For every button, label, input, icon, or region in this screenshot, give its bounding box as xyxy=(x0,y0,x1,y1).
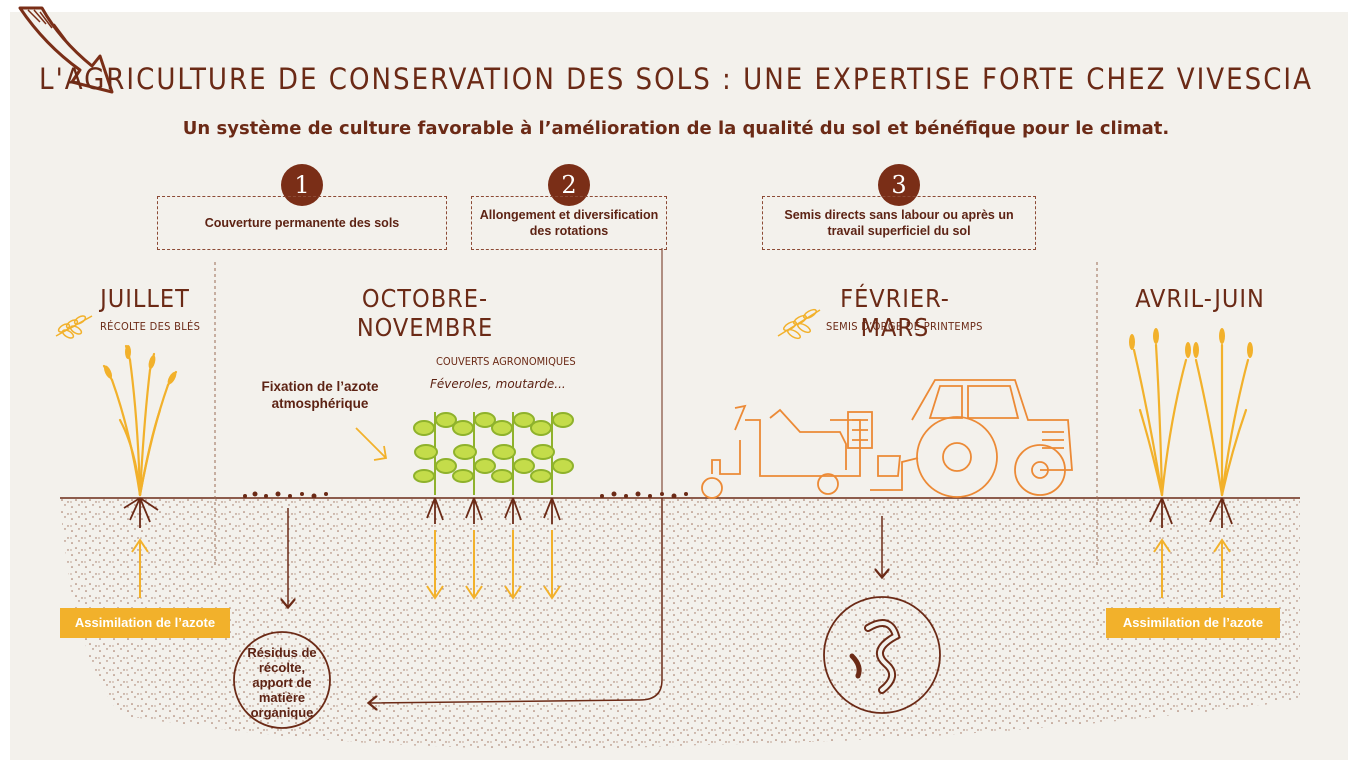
season-fevrier-mars-caption: SEMIS D’ORGE DE PRINTEMPS xyxy=(826,320,983,333)
earthworm-icon xyxy=(823,596,941,714)
covers-subtitle: Féveroles, moutarde... xyxy=(430,377,566,391)
step-box-3: Semis directs sans labour ou après un tr… xyxy=(762,196,1036,250)
assimilation-badge-left: Assimilation de l’azote xyxy=(60,608,230,638)
season-juillet: JUILLET xyxy=(100,284,190,313)
step-number-2: 2 xyxy=(548,164,590,206)
uptake-arrows xyxy=(131,538,1231,598)
season-avril-juin: AVRIL-JUIN xyxy=(1135,284,1265,313)
residues-dots xyxy=(243,491,688,499)
step-number-1: 1 xyxy=(281,164,323,206)
step-number-3: 3 xyxy=(878,164,920,206)
wheat-icon xyxy=(55,315,93,339)
wheat-icon xyxy=(777,308,821,340)
step-box-2: Allongement et diversification des rotat… xyxy=(471,196,667,250)
assimilation-badge-right: Assimilation de l’azote xyxy=(1106,608,1280,638)
season-octobre-novembre: OCTOBRE-NOVEMBRE xyxy=(356,284,494,342)
covers-title: COUVERTS AGRONOMIQUES xyxy=(436,355,576,368)
page-subtitle: Un système de culture favorable à l’amél… xyxy=(182,118,1170,139)
return-arrow xyxy=(370,498,663,703)
season-fevrier-mars: FÉVRIER-MARS xyxy=(840,284,950,342)
residues-circle xyxy=(233,631,331,729)
nitrogen-fixation-label: Fixation de l’azote atmosphérique xyxy=(261,379,379,411)
page-title: L'AGRICULTURE DE CONSERVATION DES SOLS :… xyxy=(39,62,1313,96)
step-box-1: Couverture permanente des sols xyxy=(157,196,447,250)
cover-plants xyxy=(413,412,574,600)
soil xyxy=(60,497,1300,749)
season-juillet-caption: RÉCOLTE DES BLÉS xyxy=(100,320,201,333)
residues-label: Résidus de récolte, apport de matière or… xyxy=(247,645,317,720)
wheat-icon xyxy=(1129,328,1253,528)
arrow-icon xyxy=(18,6,114,94)
tractor-icon xyxy=(701,379,1073,499)
fixation-arrow xyxy=(355,427,388,461)
wheat-icon xyxy=(102,344,178,528)
